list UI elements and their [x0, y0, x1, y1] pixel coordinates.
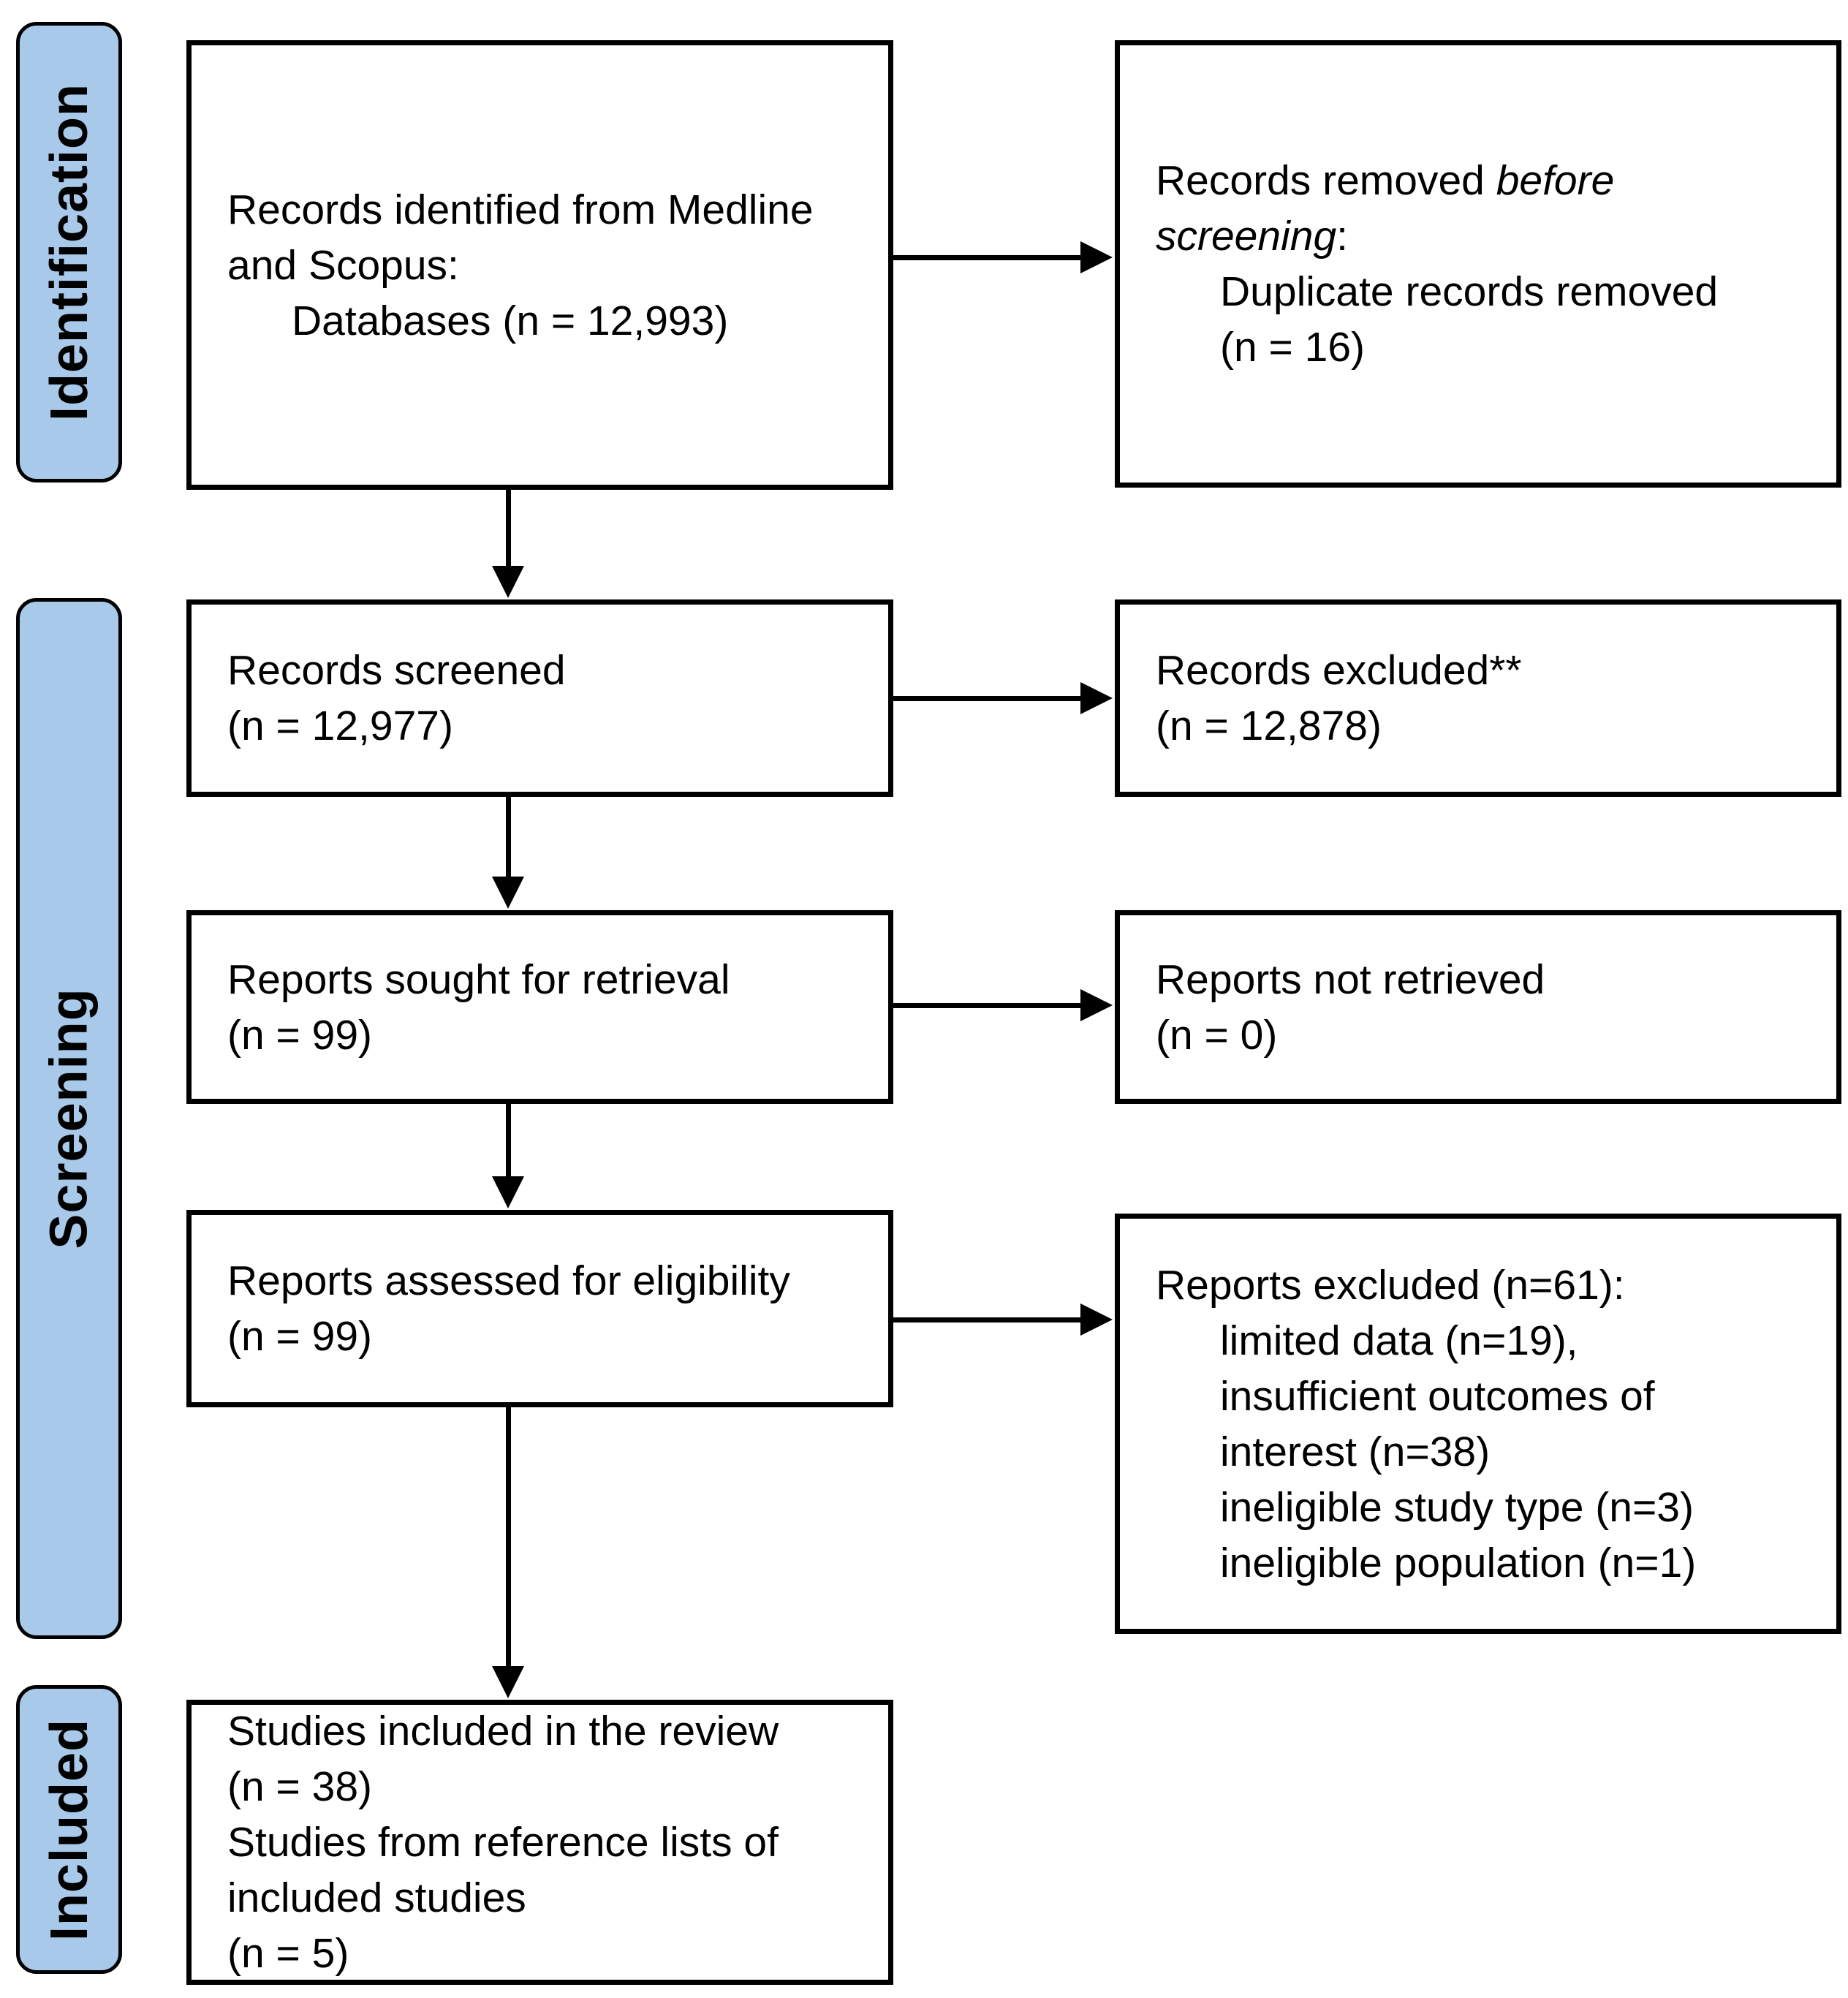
text-segment: interest (n=38) [1220, 1428, 1491, 1475]
arrow-shaft [505, 1104, 511, 1179]
stage-bar-screening: Screening [16, 598, 122, 1639]
box-text-line: Records screened [227, 643, 866, 698]
arrow-sought-to-not-retrieved [893, 989, 1113, 1021]
box-text-line: (n = 12,878) [1156, 698, 1814, 754]
arrow-shaft [893, 695, 1083, 701]
stage-label-identification: Identification [39, 83, 99, 421]
stage-bar-included: Included [16, 1685, 122, 1974]
stage-bar-identification: Identification [16, 22, 122, 483]
arrow-head-right-icon [1080, 989, 1113, 1021]
stage-label-included: Included [39, 1718, 99, 1941]
arrow-head-right-icon [1080, 241, 1113, 273]
text-segment: (n = 5) [227, 1930, 349, 1977]
box-text-line: insufficient outcomes of [1156, 1369, 1814, 1424]
arrow-assessed-to-included [492, 1407, 524, 1698]
text-segment: Records removed [1156, 157, 1496, 204]
text-segment: Reports sought for retrieval [227, 956, 730, 1003]
box-text-line: Studies included in the review [227, 1703, 866, 1759]
box-text-line: (n = 38) [227, 1759, 866, 1815]
text-segment: before [1496, 157, 1615, 204]
box-text-line: Records identified from Medline [227, 182, 866, 238]
text-segment: (n = 38) [227, 1763, 373, 1810]
box-text-line: Reports assessed for eligibility [227, 1253, 866, 1309]
box-reports-not-retrieved: Reports not retrieved (n = 0) [1115, 910, 1841, 1104]
text-segment: Databases (n = 12,993) [292, 297, 729, 344]
text-segment: Studies from reference lists of [227, 1819, 779, 1866]
box-text-line: Reports excluded (n=61): [1156, 1257, 1814, 1313]
box-text-line: Duplicate records removed [1156, 264, 1814, 319]
box-reports-excluded: Reports excluded (n=61): limited data (n=… [1115, 1214, 1841, 1634]
arrow-head-down-icon [492, 1666, 524, 1698]
arrow-shaft [893, 1002, 1083, 1008]
arrow-screened-to-sought [492, 797, 524, 909]
box-text-line: Reports not retrieved [1156, 952, 1814, 1007]
box-text-line: Records removed before [1156, 153, 1814, 208]
box-text-line: (n = 12,977) [227, 698, 866, 754]
text-segment: screening [1156, 213, 1337, 260]
box-text-line: (n = 5) [227, 1926, 866, 1981]
box-text-line: (n = 99) [227, 1309, 866, 1364]
box-text-line: included studies [227, 1870, 866, 1926]
box-reports-assessed: Reports assessed for eligibility (n = 99) [186, 1210, 893, 1407]
text-segment: Records identified from Medline [227, 186, 814, 233]
text-segment: : [1336, 213, 1348, 260]
box-text-line: (n = 99) [227, 1007, 866, 1063]
arrow-identified-to-removed [893, 241, 1113, 273]
text-segment: ineligible study type (n=3) [1220, 1483, 1694, 1531]
text-segment: (n = 12,977) [227, 703, 453, 749]
box-text-line: limited data (n=19), [1156, 1313, 1814, 1369]
box-text-line: ineligible study type (n=3) [1156, 1480, 1814, 1535]
box-records-identified: Records identified from Medline and Scopu… [186, 40, 893, 490]
text-segment: limited data (n=19), [1220, 1317, 1578, 1364]
text-segment: Records screened [227, 647, 566, 694]
arrow-shaft [505, 1407, 511, 1669]
text-segment: (n = 0) [1156, 1011, 1278, 1059]
arrow-identified-to-screened [492, 490, 524, 598]
box-text-line: Studies from reference lists of [227, 1815, 866, 1870]
arrow-shaft [893, 1317, 1083, 1322]
arrow-shaft [893, 254, 1083, 260]
text-segment: Duplicate records removed [1220, 268, 1719, 315]
box-text-line: Databases (n = 12,993) [227, 293, 866, 349]
stage-label-screening: Screening [39, 988, 99, 1249]
box-reports-sought: Reports sought for retrieval (n = 99) [186, 910, 893, 1104]
text-segment: Records excluded** [1156, 647, 1522, 694]
text-segment: insufficient outcomes of [1220, 1372, 1655, 1420]
text-segment: (n = 12,878) [1156, 703, 1382, 749]
arrow-head-down-icon [492, 877, 524, 909]
text-segment: and Scopus: [227, 241, 459, 289]
text-segment: Reports assessed for eligibility [227, 1257, 790, 1304]
box-text-line: (n = 0) [1156, 1007, 1814, 1063]
box-records-screened: Records screened (n = 12,977) [186, 599, 893, 797]
box-records-excluded: Records excluded** (n = 12,878) [1115, 599, 1841, 797]
box-text-line: ineligible population (n=1) [1156, 1535, 1814, 1591]
arrow-sought-to-assessed [492, 1104, 524, 1208]
text-segment: included studies [227, 1874, 526, 1921]
arrow-head-down-icon [492, 566, 524, 598]
arrow-assessed-to-reports-excluded [893, 1303, 1113, 1336]
box-text-line: screening: [1156, 208, 1814, 264]
text-segment: (n = 99) [227, 1011, 373, 1059]
box-text-line: (n = 16) [1156, 319, 1814, 375]
text-segment: (n = 16) [1220, 324, 1366, 371]
box-text-line: interest (n=38) [1156, 1424, 1814, 1480]
box-text-line: and Scopus: [227, 238, 866, 293]
box-text-line: Reports sought for retrieval [227, 952, 866, 1007]
arrow-screened-to-excluded [893, 682, 1113, 714]
text-segment: (n = 99) [227, 1313, 373, 1360]
text-segment: Reports excluded (n=61): [1156, 1261, 1625, 1309]
arrow-head-down-icon [492, 1176, 524, 1208]
arrow-shaft [505, 490, 511, 569]
arrow-head-right-icon [1080, 682, 1113, 714]
text-segment: Reports not retrieved [1156, 956, 1545, 1003]
arrow-head-right-icon [1080, 1303, 1113, 1336]
text-segment: Studies included in the review [227, 1708, 779, 1755]
box-text-line: Records excluded** [1156, 643, 1814, 698]
box-studies-included: Studies included in the review (n = 38) St… [186, 1700, 893, 1985]
arrow-shaft [505, 797, 511, 879]
text-segment: ineligible population (n=1) [1220, 1539, 1697, 1586]
